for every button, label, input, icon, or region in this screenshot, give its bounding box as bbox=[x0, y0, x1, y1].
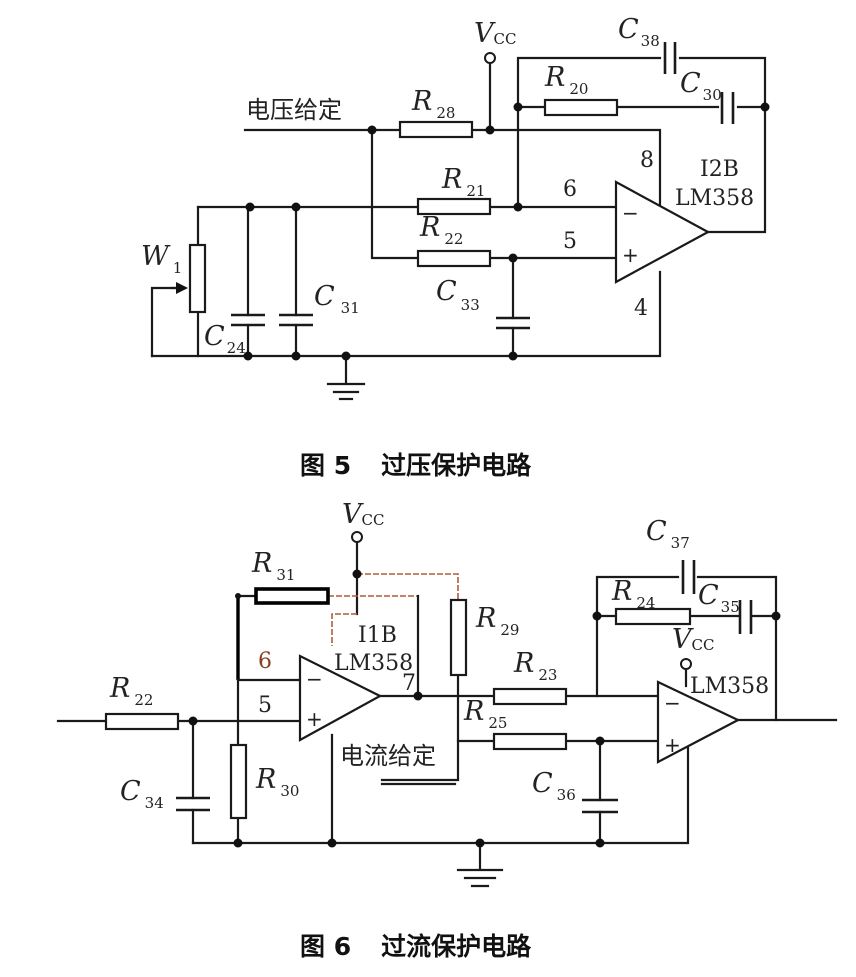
fig6-junctions bbox=[188, 569, 781, 848]
opamp1-minus-sign: − bbox=[306, 667, 323, 691]
pin-6-label: 6 bbox=[563, 177, 577, 202]
figure-5-overvoltage-circuit: − + 电压给定 VCC R28 R20 R21 R22 C38 C30 C24 bbox=[141, 14, 770, 480]
chip2-model-label: LM358 bbox=[690, 674, 769, 699]
pin-4-label: 4 bbox=[634, 296, 648, 321]
capacitor-c24 bbox=[231, 313, 265, 327]
chip1-name-label: I1B bbox=[358, 623, 397, 648]
capacitor-c35 bbox=[738, 600, 753, 634]
pin-8-label: 8 bbox=[640, 148, 654, 173]
resistor-r29 bbox=[449, 598, 468, 677]
potentiometer-w1 bbox=[188, 243, 207, 314]
opamp-plus-sign: + bbox=[622, 243, 639, 267]
capacitor-c36 bbox=[582, 798, 618, 814]
fig5-wires bbox=[150, 56, 767, 401]
resistor-r25 bbox=[492, 732, 568, 751]
resistor-r22-input bbox=[104, 712, 180, 731]
voltage-setpoint-label: 电压给定 bbox=[246, 96, 342, 124]
pin-7-label: 7 bbox=[402, 671, 416, 696]
fig6-wires bbox=[56, 538, 838, 888]
fig5-junctions bbox=[243, 102, 770, 361]
resistor-r30 bbox=[229, 743, 248, 820]
capacitor-c30 bbox=[720, 92, 735, 124]
opamp2-plus-sign: + bbox=[664, 733, 681, 757]
pin-5-label: 5 bbox=[563, 229, 577, 254]
capacitor-c31 bbox=[279, 313, 313, 327]
resistor-r31 bbox=[254, 587, 330, 605]
chip-model-label: LM358 bbox=[675, 186, 754, 211]
current-setpoint-label: 电流给定 bbox=[340, 742, 436, 770]
capacitor-c37 bbox=[681, 560, 696, 594]
vcc-terminal-1-icon bbox=[351, 531, 363, 543]
capacitor-c38 bbox=[663, 42, 677, 74]
opamp-i1b bbox=[298, 654, 383, 742]
opamp-second-stage bbox=[656, 680, 741, 764]
opamp2-minus-sign: − bbox=[664, 691, 681, 715]
wiper-arrowhead-icon bbox=[176, 282, 188, 294]
vcc-terminal-icon bbox=[484, 52, 496, 64]
vcc-terminal-2-icon bbox=[680, 658, 692, 670]
vcc-label-2: VCC bbox=[672, 624, 714, 655]
vcc-label-1: VCC bbox=[342, 499, 384, 530]
opamp-minus-sign: − bbox=[622, 201, 639, 225]
chip-name-label: I2B bbox=[700, 157, 739, 182]
capacitor-c34 bbox=[176, 796, 210, 812]
resistor-r20 bbox=[543, 98, 619, 117]
resistor-r21 bbox=[416, 197, 492, 216]
resistor-r28 bbox=[398, 120, 474, 139]
chip1-model-label: LM358 bbox=[334, 651, 413, 676]
opamp-i2b bbox=[614, 180, 711, 284]
capacitor-c33 bbox=[496, 316, 530, 330]
resistor-r22 bbox=[416, 249, 492, 268]
pin-5-label: 5 bbox=[258, 693, 272, 718]
vcc-label: VCC bbox=[474, 18, 516, 49]
opamp1-plus-sign: + bbox=[306, 707, 323, 731]
resistor-r23 bbox=[492, 687, 568, 706]
resistor-r24 bbox=[614, 607, 692, 626]
pin-6-label: 6 bbox=[258, 649, 272, 674]
figure-6-overcurrent-circuit: − + − + 电流给定 VCC VCC R22 R31 R30 bbox=[56, 499, 838, 961]
